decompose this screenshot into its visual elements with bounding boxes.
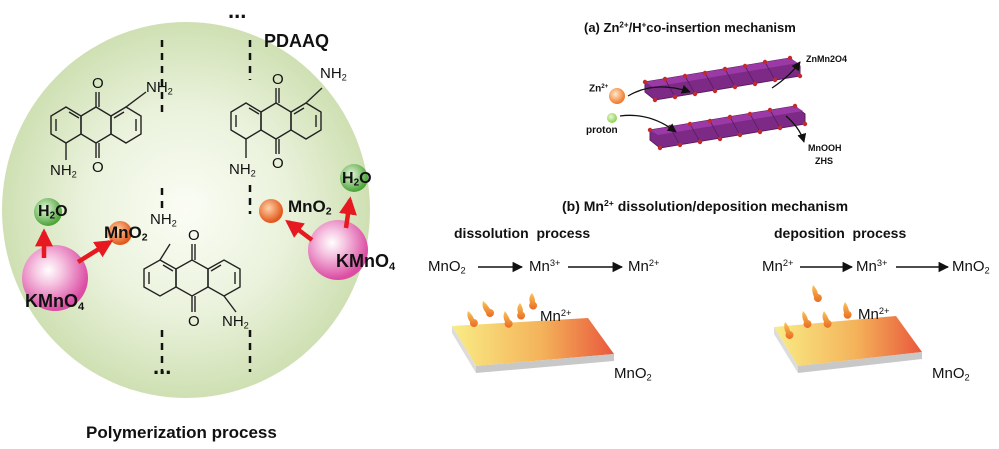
kmno4-label-right: KMnO4	[336, 251, 396, 273]
product-arrow-2	[785, 115, 807, 143]
anthraquinone-molecule	[50, 91, 147, 160]
product-arrow-1	[771, 61, 801, 89]
red-arrow	[285, 219, 314, 242]
deposition-process-label: deposition process	[774, 225, 907, 241]
anthraquinone-molecule	[230, 87, 323, 158]
h2o-sphere-left	[34, 198, 62, 226]
carbonyl-oxygen: O	[92, 75, 104, 92]
mn-octahedra-layer-bottom	[647, 103, 808, 151]
zn-ion-label: Zn2+	[589, 83, 609, 95]
amine-group: NH2	[150, 211, 177, 229]
proton-sphere	[607, 113, 617, 123]
carbonyl-oxygen: O	[92, 159, 104, 176]
polymer-name: PDAAQ	[264, 31, 330, 51]
mn-ion-droplets-deposition	[784, 285, 852, 339]
bottom-ellipsis: ...	[153, 354, 172, 379]
species-mn2: Mn2+	[762, 258, 794, 276]
panel-a-title: (a) Zn2+/H+co-insertion mechanism	[584, 20, 796, 35]
species-mn2: Mn2+	[628, 258, 660, 276]
water-label-left: H2O	[38, 203, 68, 222]
mno2-slab-dissolution	[452, 318, 614, 373]
kmno4-sphere-right	[308, 220, 368, 280]
species-mn3: Mn3+	[529, 258, 561, 276]
species-mno2: MnO2	[952, 258, 990, 276]
mno2-label-left: MnO2	[104, 223, 148, 244]
mn-ion-droplets-dissolution	[467, 293, 538, 328]
dissolution-process-label: dissolution process	[454, 225, 591, 241]
mno2-label-right: MnO2	[288, 197, 332, 218]
amine-group: NH2	[50, 162, 77, 180]
red-arrow	[339, 196, 357, 229]
carbonyl-oxygen: O	[272, 71, 284, 88]
mno2-slab-deposition	[774, 316, 922, 373]
kmno4-label-left: KMnO4	[25, 291, 85, 313]
panel-b-title: (b) Mn2+ dissolution/deposition mechanis…	[562, 198, 849, 214]
mn2-ion-label-deposition: Mn2+	[858, 306, 890, 324]
slab-label-dissolution: MnO2	[614, 365, 652, 383]
top-ellipsis: ...	[228, 0, 247, 23]
h2o-sphere-right	[340, 164, 368, 192]
mno2-sphere-left	[108, 221, 132, 245]
carbonyl-oxygen: O	[188, 227, 200, 244]
amine-group: NH2	[222, 313, 249, 331]
zn-insertion-arrow	[627, 85, 691, 97]
proton-label: proton	[586, 125, 618, 136]
product-zhs: ZHS	[815, 156, 833, 166]
polymerization-caption: Polymerization process	[86, 423, 277, 442]
red-arrow	[76, 240, 114, 264]
amine-group: NH2	[229, 161, 256, 179]
carbonyl-oxygen: O	[188, 313, 200, 330]
mn-octahedra-layer-top	[642, 55, 803, 103]
reaction-glow	[2, 22, 370, 398]
zn-ion-sphere	[609, 88, 625, 104]
slab-label-deposition: MnO2	[932, 365, 970, 383]
amine-group: NH2	[146, 79, 173, 97]
species-mn3: Mn3+	[856, 258, 888, 276]
proton-insertion-arrow	[619, 114, 677, 133]
amine-group: NH2	[320, 65, 347, 83]
product-znmn2o4: ZnMn2O4	[806, 54, 848, 64]
species-mno2: MnO2	[428, 258, 466, 276]
product-mnooh: MnOOH	[808, 143, 842, 153]
carbonyl-oxygen: O	[272, 155, 284, 172]
kmno4-sphere-left	[22, 245, 88, 311]
mn2-ion-label-dissolution: Mn2+	[540, 308, 572, 326]
anthraquinone-molecule	[143, 243, 241, 313]
mno2-sphere-right	[259, 199, 283, 223]
water-label-right: H2O	[342, 170, 372, 189]
